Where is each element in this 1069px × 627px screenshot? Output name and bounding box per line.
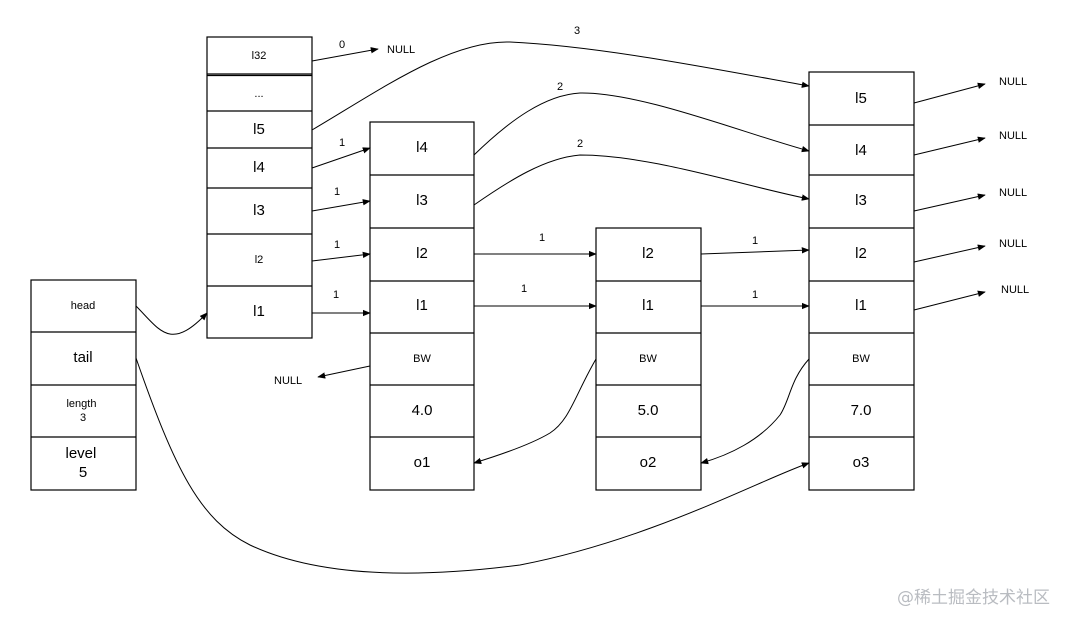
- span-o1-l2: 1: [539, 232, 545, 244]
- edge-tail-to-o3: [135, 357, 810, 574]
- span-labels: 0 3 1 1 1 1 2 2 1 1 1 1: [333, 25, 758, 301]
- edge-head-to-header: [135, 305, 208, 335]
- span-header-l32: 0: [339, 39, 345, 51]
- o1-obj: o1: [414, 454, 431, 471]
- o2-score: 5.0: [638, 402, 659, 419]
- edge-o3-l1-null: [913, 290, 986, 311]
- header-level-l32: l32: [252, 50, 267, 62]
- span-header-l4: 1: [339, 137, 345, 149]
- header-level-l5: l5: [253, 121, 265, 138]
- span-header-l5: 3: [574, 25, 580, 37]
- edge-o3-bw-o2: [700, 358, 810, 465]
- span-o2-l2: 1: [752, 235, 758, 247]
- zskiplist-length-label: length: [66, 398, 96, 410]
- edge-o2-l2-o3: [700, 247, 810, 255]
- edge-o1-bw-null: [317, 365, 371, 379]
- o1-level-l4: l4: [416, 139, 428, 156]
- edges: [135, 41, 986, 574]
- watermark: @稀土掘金技术社区: [897, 588, 1050, 608]
- header-level-l3: l3: [253, 202, 265, 219]
- null-label-o3-l3: NULL: [999, 187, 1027, 199]
- zskiplist-level-label: level: [65, 445, 96, 462]
- header-level-l2: l2: [255, 254, 264, 266]
- o3-score: 7.0: [851, 402, 872, 419]
- o3-level-l1: l1: [855, 297, 867, 314]
- null-label-header-l32: NULL: [387, 44, 415, 56]
- zskiplist-tail-field: tail: [73, 349, 92, 366]
- edge-o1-l4-o3: [473, 92, 810, 156]
- o2-backward: BW: [639, 353, 657, 365]
- null-label-o3-l4: NULL: [999, 130, 1027, 142]
- node-o2: l2 l1 BW 5.0 o2: [595, 227, 702, 491]
- edge-o3-l4-null: [913, 136, 986, 156]
- node-o3: l5 l4 l3 l2 l1 BW 7.0 o3: [808, 71, 915, 491]
- edge-o3-l2-null: [913, 244, 986, 263]
- header-level-ellipsis: ...: [254, 88, 263, 100]
- edge-o2-bw-o1: [473, 358, 597, 464]
- null-labels: NULL NULL NULL NULL NULL NULL NULL: [274, 44, 1029, 387]
- edge-header-l4-o1: [311, 147, 371, 169]
- edge-header-l5-o3: [311, 41, 810, 131]
- o1-backward: BW: [413, 353, 431, 365]
- span-header-l2: 1: [334, 239, 340, 251]
- o2-level-l1: l1: [642, 297, 654, 314]
- o2-obj: o2: [640, 454, 657, 471]
- o3-level-l3: l3: [855, 192, 867, 209]
- o3-level-l4: l4: [855, 142, 867, 159]
- o3-backward: BW: [852, 353, 870, 365]
- span-header-l1: 1: [333, 289, 339, 301]
- span-o1-l1: 1: [521, 283, 527, 295]
- span-o2-l1: 1: [752, 289, 758, 301]
- header-level-l1: l1: [253, 303, 265, 320]
- span-o1-l3: 2: [577, 138, 583, 150]
- zskiplist-head-field: head: [71, 300, 95, 312]
- zskiplist-length-field: length 3: [66, 398, 99, 424]
- o1-level-l2: l2: [416, 245, 428, 262]
- o3-obj: o3: [853, 454, 870, 471]
- span-header-l3: 1: [334, 186, 340, 198]
- header-node: l32 ... l5 l4 l3 l2 l1: [206, 36, 313, 339]
- edge-o3-l3-null: [913, 193, 986, 212]
- o3-level-l5: l5: [855, 90, 867, 107]
- o1-level-l3: l3: [416, 192, 428, 209]
- header-level-l4: l4: [253, 159, 265, 176]
- zskiplist-length-value: 3: [80, 412, 86, 424]
- null-label-o3-l2: NULL: [999, 238, 1027, 250]
- span-o1-l4: 2: [557, 81, 563, 93]
- edge-header-l2-o1: [311, 251, 371, 262]
- o1-level-l1: l1: [416, 297, 428, 314]
- o3-level-l2: l2: [855, 245, 867, 262]
- zskiplist-level-value: 5: [79, 464, 87, 481]
- edge-o1-l3-o3: [473, 154, 810, 206]
- edge-header-l32-null: [311, 47, 379, 62]
- null-label-o1-bw: NULL: [274, 375, 302, 387]
- o1-score: 4.0: [412, 402, 433, 419]
- o2-level-l2: l2: [642, 245, 654, 262]
- null-label-o3-l1: NULL: [1001, 284, 1029, 296]
- edge-o3-l5-null: [913, 82, 986, 104]
- edge-header-l3-o1: [311, 199, 371, 212]
- null-label-o3-l5: NULL: [999, 76, 1027, 88]
- zskiplist-level-field: level 5: [65, 445, 100, 481]
- zskiplist-struct: head tail length 3 level 5: [30, 279, 137, 491]
- node-o1: l4 l3 l2 l1 BW 4.0 o1: [369, 121, 475, 491]
